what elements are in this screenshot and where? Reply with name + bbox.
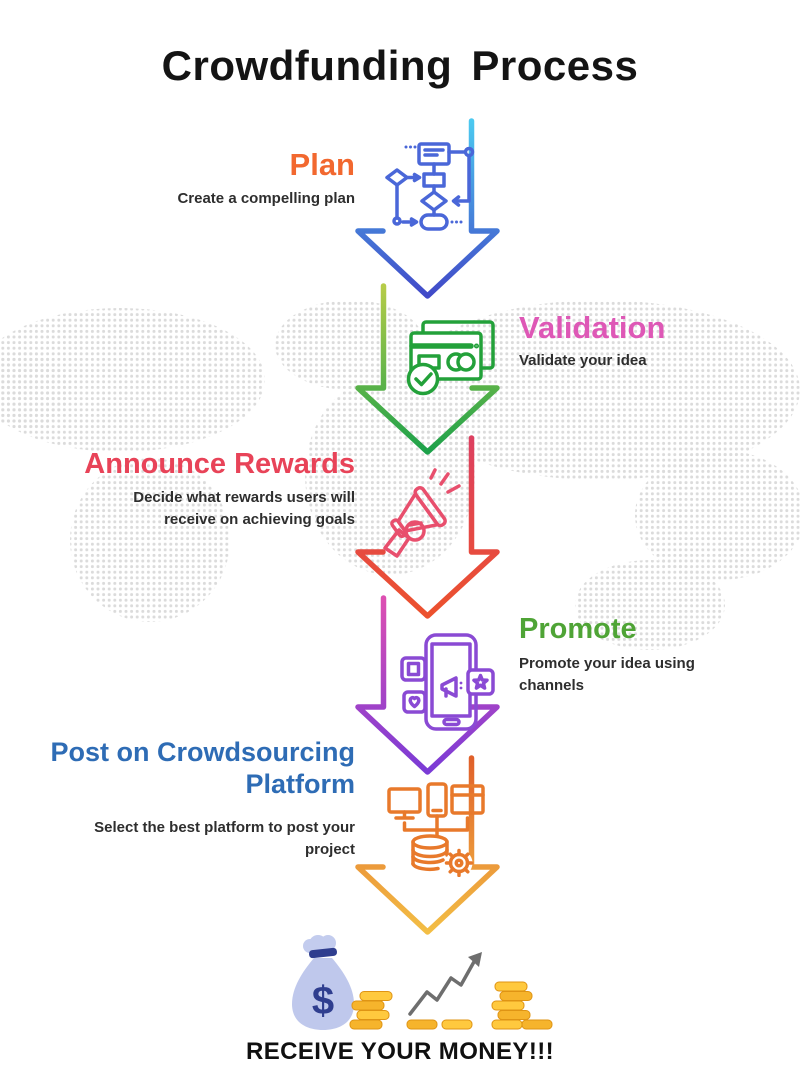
desc-line: project bbox=[304, 840, 355, 858]
desc-line: receive on achieving goals bbox=[164, 510, 355, 528]
flowchart-icon bbox=[385, 142, 475, 231]
svg-text:$: $ bbox=[312, 979, 334, 1023]
devices-database-icon bbox=[387, 782, 485, 877]
step-desc-post-platform: Select the best platform to post your pr… bbox=[55, 817, 355, 861]
world-map-dot-pattern bbox=[0, 300, 800, 650]
step-heading-promote: Promote bbox=[519, 613, 637, 645]
step-heading-plan: Plan bbox=[289, 147, 355, 182]
step-desc-announce-rewards: Decide what rewards users will receive o… bbox=[75, 487, 355, 531]
step-desc-validation: Validate your idea bbox=[519, 352, 647, 369]
step-heading-validation: Validation bbox=[519, 310, 666, 345]
page-title: Crowdfunding Process bbox=[161, 42, 639, 89]
arrow-connector-1 bbox=[355, 118, 500, 299]
desc-line: Promote your idea using bbox=[519, 655, 695, 672]
arrow-connector-3 bbox=[355, 435, 500, 619]
desc-line: Decide what rewards users will bbox=[133, 489, 355, 506]
megaphone-icon bbox=[383, 468, 461, 558]
footer-label: RECEIVE YOUR MONEY!!! bbox=[246, 1038, 554, 1065]
step-desc-plan: Create a compelling plan bbox=[177, 190, 355, 207]
money-bag-coins-growth-icon: $ bbox=[292, 935, 553, 1030]
arrow-connector-5 bbox=[355, 755, 500, 935]
coin-stack-right bbox=[491, 981, 553, 1030]
credit-cards-icon bbox=[406, 320, 495, 396]
smartphone-promotion-icon bbox=[400, 633, 495, 731]
money-bag: $ bbox=[292, 935, 354, 1030]
step-desc-promote: Promote your idea using channels bbox=[519, 653, 739, 697]
continent-blobs bbox=[0, 300, 800, 650]
arrow-connector-4 bbox=[355, 595, 500, 775]
heading-line: Platform bbox=[245, 769, 355, 800]
step-heading-post-platform: Post on Crowdsourcing Platform bbox=[15, 736, 355, 801]
growth-arrow-icon bbox=[408, 952, 482, 1016]
coin-stack-left bbox=[349, 991, 393, 1030]
arrow-connector-2 bbox=[355, 283, 500, 455]
desc-line: channels bbox=[519, 676, 585, 694]
heading-line: Post on Crowdsourcing bbox=[50, 737, 355, 767]
step-heading-announce-rewards: Announce Rewards bbox=[84, 448, 355, 480]
desc-line: Select the best platform to post your bbox=[94, 819, 355, 836]
coins-middle bbox=[406, 1019, 473, 1030]
